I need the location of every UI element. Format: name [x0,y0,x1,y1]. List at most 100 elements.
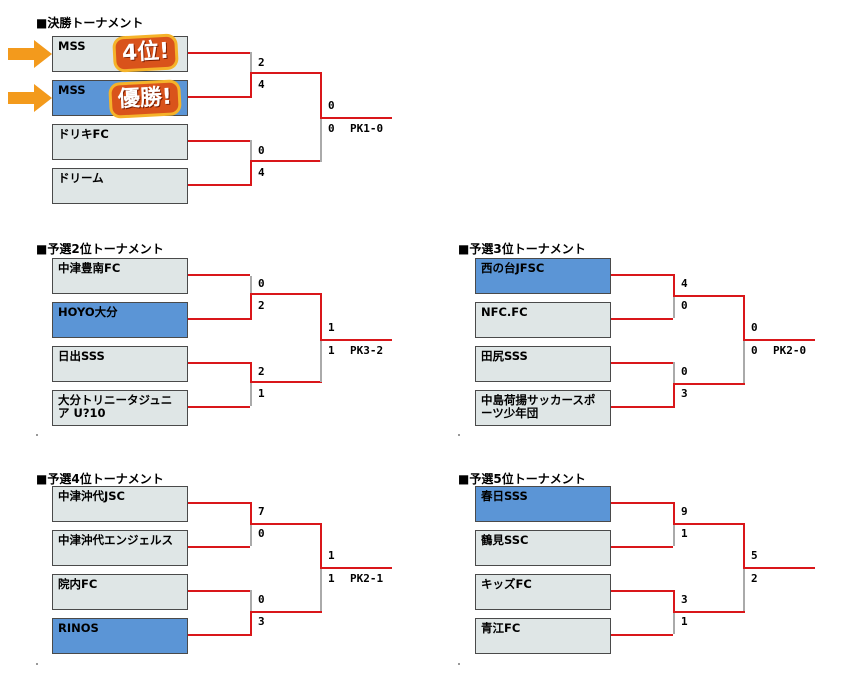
score: 2 [258,365,265,378]
connector-line [188,362,250,364]
score: 7 [258,505,265,518]
group4-team-2: 中津沖代エンジェルス [52,530,188,566]
connector-line [250,590,252,612]
final-score: 1 [328,321,335,334]
connector-line [743,296,745,340]
connector-line [743,567,815,569]
connector-line [250,381,322,383]
final-score: 0 [751,344,758,357]
score: 2 [258,56,265,69]
connector-line [611,406,673,408]
group5-team-1: 春日SSS [475,486,611,522]
final-score: 2 [751,572,758,585]
group2-team-3: 日出SSS [52,346,188,382]
group4-bracket-title: ■予選4位トーナメント [36,472,164,486]
arrow-right-icon [8,84,52,112]
connector-line [320,569,322,611]
group2-team-2: HOYO大分 [52,302,188,338]
connector-line [188,590,250,592]
connector-line [673,524,675,546]
score: 4 [258,166,265,179]
group4-team-4: RINOS [52,618,188,654]
connector-line [250,74,252,98]
final-team-4: ドリーム [52,168,188,204]
connector-line [250,160,322,162]
final-score: 0 [751,321,758,334]
connector-line [188,318,250,320]
group3-team-4: 中島荷揚サッカースポーツ少年団 [475,390,611,426]
connector-line [250,502,252,524]
score: 0 [258,277,265,290]
group2-team-4: 大分トリニータジュニア U?10 [52,390,188,426]
connector-line [250,294,252,320]
group5-team-3: キッズFC [475,574,611,610]
pk-result: PK1-0 [350,122,384,135]
group3-team-3: 田尻SSS [475,346,611,382]
connector-line [611,546,673,548]
score: 1 [681,615,688,628]
final-score: 1 [328,344,335,357]
marker-dot [36,434,38,436]
arrow-right-icon [8,40,52,68]
group4-team-3: 院内FC [52,574,188,610]
connector-line [673,383,745,385]
pk-result: PK2-0 [773,344,807,357]
connector-line [673,502,675,524]
connector-line [250,276,252,294]
score: 1 [258,387,265,400]
connector-line [673,362,675,384]
score: 1 [681,527,688,540]
connector-line [188,406,250,408]
group3-bracket-title: ■予選3位トーナメント [458,242,586,256]
connector-line [188,52,250,54]
pk-result: PK2-1 [350,572,384,585]
connector-line [611,318,673,320]
marker-dot [458,434,460,436]
final-score: 1 [328,572,335,585]
connector-line [250,362,252,382]
connector-line [673,612,675,634]
connector-line [250,524,252,546]
score: 0 [681,365,688,378]
marker-dot [458,663,460,665]
score: 0 [681,299,688,312]
group5-bracket-title: ■予選5位トーナメント [458,472,586,486]
final-score: 1 [328,549,335,562]
connector-line [611,634,673,636]
connector-line [188,140,250,142]
score: 3 [681,387,688,400]
connector-line [320,294,322,339]
score: 4 [681,277,688,290]
connector-line [250,140,252,162]
connector-line [188,96,250,98]
connector-line [673,523,745,525]
group4-team-1: 中津沖代JSC [52,486,188,522]
score: 3 [681,593,688,606]
connector-line [320,340,322,382]
final-team-3: ドリキFC [52,124,188,160]
connector-line [188,546,250,548]
fourth-place-badge: 4位! [115,36,177,70]
connector-line [320,567,392,569]
group5-team-4: 青江FC [475,618,611,654]
connector-line [320,72,322,118]
connector-line [188,184,250,186]
connector-line [250,72,322,74]
connector-line [611,590,673,592]
score: 9 [681,505,688,518]
connector-line [673,295,745,297]
connector-line [743,569,745,611]
connector-line [673,384,675,408]
score: 3 [258,615,265,628]
score: 0 [258,593,265,606]
connector-line [250,382,252,406]
connector-line [188,634,250,636]
connector-line [188,274,250,276]
connector-line [673,274,675,296]
connector-line [250,293,322,295]
connector-line [673,590,675,612]
final-score: 0 [328,122,335,135]
final-bracket-title: ■決勝トーナメント [36,16,144,30]
group5-team-2: 鶴見SSC [475,530,611,566]
connector-line [743,524,745,568]
